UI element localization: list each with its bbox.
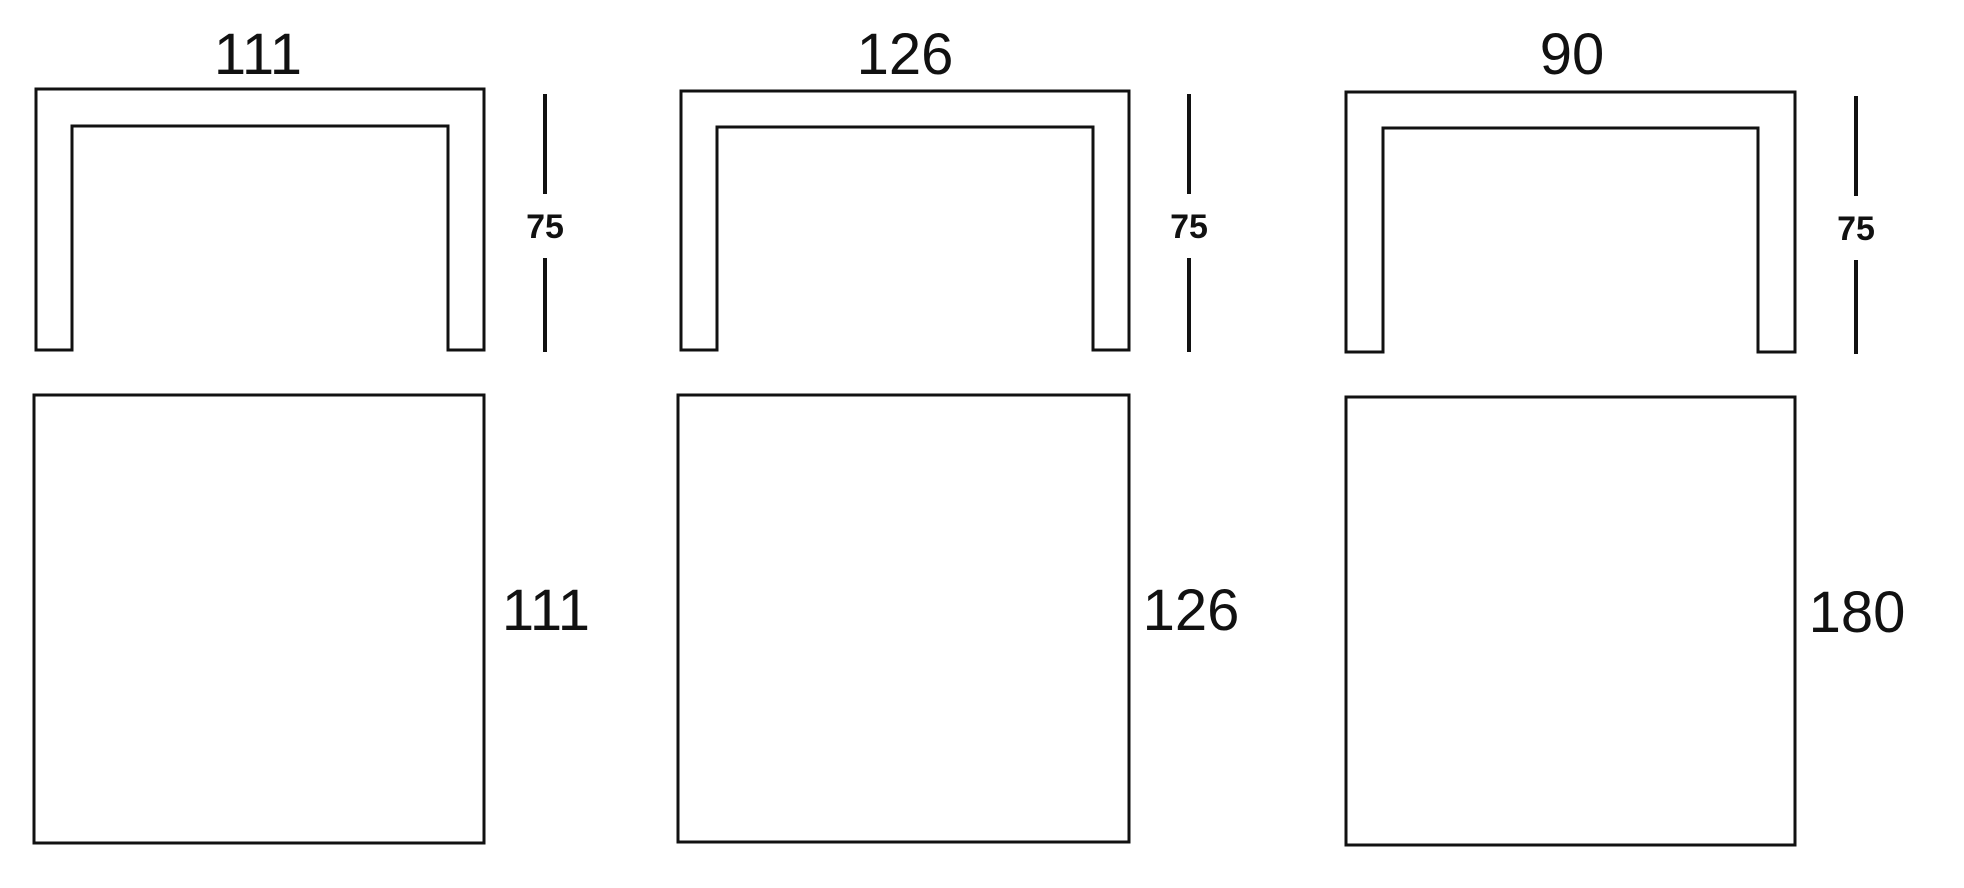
table-3-height-label: 75: [1837, 210, 1875, 248]
table-2: 126 75 126: [676, 22, 1240, 844]
table-3-elevation: [1344, 90, 1797, 354]
table-1-height-label: 75: [526, 208, 564, 246]
table-2-width-label: 126: [857, 22, 954, 87]
table-1-top-view: [32, 393, 486, 845]
table-1-elevation: [34, 87, 486, 352]
table-2-elevation: [679, 89, 1131, 352]
table-3-top-view: [1344, 395, 1797, 847]
table-1-elevation-frame: [34, 87, 486, 352]
table-2-top-view: [676, 393, 1131, 844]
table-2-elevation-frame: [679, 89, 1131, 352]
table-1-width-label: 111: [214, 22, 302, 87]
table-2-depth-label: 126: [1143, 578, 1240, 643]
table-3-depth-label: 180: [1809, 580, 1906, 645]
table-1: 111 75 111: [32, 22, 590, 845]
table-3-elevation-frame: [1344, 90, 1797, 354]
table-1-depth-label: 111: [502, 578, 590, 643]
table-3-width-label: 90: [1540, 22, 1605, 87]
table-3: 90 75 180: [1344, 22, 1906, 847]
table-2-height-label: 75: [1170, 208, 1208, 246]
